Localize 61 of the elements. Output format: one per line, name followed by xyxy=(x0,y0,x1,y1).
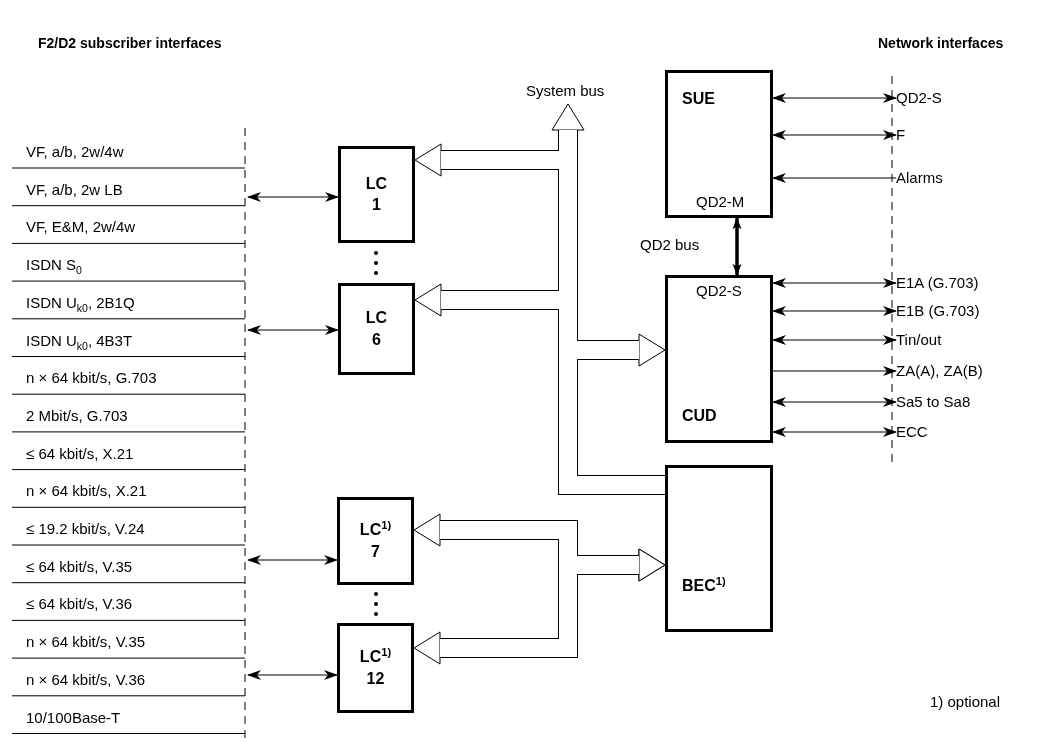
interface-label: 10/100Base-T xyxy=(26,708,121,727)
interface-label: VF, a/b, 2w/4w xyxy=(26,143,124,161)
interface-label: ≤ 64 kbit/s, V.35 xyxy=(26,557,133,576)
arrow xyxy=(772,397,897,407)
interface-label: ISDN U$_{k0}$, 4B3T xyxy=(26,331,133,350)
signal-label: F xyxy=(896,126,906,143)
interface-label: ≤ 64 kbit/s, V.36 xyxy=(26,595,133,614)
box-label: BEC$^{1)}$ xyxy=(682,576,726,596)
signal-label: ZA(A), ZA(B) xyxy=(896,362,983,379)
arrow xyxy=(772,278,897,288)
arrow xyxy=(732,217,742,276)
interface-label: n × 64 kbit/s, G.703 xyxy=(26,369,157,388)
signal-label: Tin/out xyxy=(896,331,942,348)
interface-label: VF, E&M, 2w/4w xyxy=(26,218,136,237)
unit-box xyxy=(337,623,414,713)
box-label: QD2-S xyxy=(696,282,742,300)
arrow xyxy=(772,173,897,183)
arrow xyxy=(772,306,897,316)
box-label: LC 1 xyxy=(365,173,388,216)
unit-box xyxy=(665,465,773,632)
unit-box xyxy=(338,146,415,243)
unit-box xyxy=(337,497,414,585)
interface-label: VF, a/b, 2w LB xyxy=(26,180,123,199)
interface-label: ≤ 64 kbit/s, X.21 xyxy=(26,444,134,463)
signal-label: E1B (G.703) xyxy=(896,302,980,319)
signal-label: Alarms xyxy=(896,169,943,186)
box-label: LC$^{1)}$ 7 xyxy=(359,519,392,562)
bus-label: System bus xyxy=(526,82,605,99)
unit-box xyxy=(665,70,773,218)
section-heading: Network interfaces xyxy=(878,35,1004,52)
signal-label: Sa5 to Sa8 xyxy=(896,393,971,410)
interface-label: ≤ 19.2 kbit/s, V.24 xyxy=(26,520,145,538)
box-label: SUE xyxy=(682,89,715,109)
box-label: LC$^{1)}$ 12 xyxy=(359,646,392,689)
signal-label: ECC xyxy=(896,423,928,440)
box-label: LC 6 xyxy=(365,308,388,350)
interface-label: n × 64 kbit/s, V.36 xyxy=(26,670,146,689)
bus-arrow xyxy=(413,548,666,665)
interface-label: ISDN U$_{k0}$, 2B1Q xyxy=(26,293,135,312)
signal-label: E1A (G.703) xyxy=(896,274,979,291)
arrow xyxy=(247,325,339,335)
arrow xyxy=(772,427,897,437)
interface-label: 2 Mbit/s, G.703 xyxy=(26,406,128,425)
arrow xyxy=(772,366,897,376)
arrow xyxy=(247,192,339,202)
arrow xyxy=(772,93,897,103)
arrow xyxy=(772,130,897,140)
footnote: 1) optional xyxy=(930,693,1001,711)
box-label: QD2-M xyxy=(696,193,745,211)
interface-label: n × 64 kbit/s, V.35 xyxy=(26,633,146,652)
unit-box xyxy=(665,275,773,443)
arrow xyxy=(247,670,338,680)
section-heading: F2/D2 subscriber interfaces xyxy=(38,35,222,52)
arrow xyxy=(772,335,897,345)
arrow xyxy=(247,555,338,565)
edge-label: QD2 bus xyxy=(640,236,700,254)
interface-label: n × 64 kbit/s, X.21 xyxy=(26,482,147,501)
interface-label: ISDN S$_{0}$ xyxy=(26,256,82,275)
box-label: CUD xyxy=(682,406,717,426)
unit-box xyxy=(338,283,415,375)
signal-label: QD2-S xyxy=(896,89,942,106)
